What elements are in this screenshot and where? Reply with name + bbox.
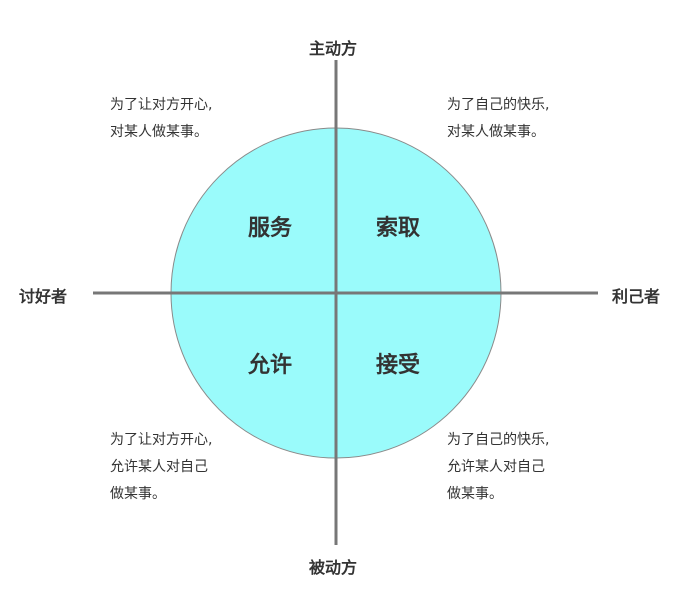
quadrant-desc-top-left: 为了让对方开心, 对某人做某事。 <box>110 92 212 146</box>
quadrant-label-allow: 允许 <box>247 353 293 378</box>
quadrant-label-demand: 索取 <box>375 216 421 241</box>
desc-line: 为了让对方开心, <box>110 432 213 448</box>
quadrant-desc-bottom-right: 为了自己的快乐, 允许某人对自己 做某事。 <box>447 427 549 508</box>
desc-line: 做某事。 <box>110 486 166 502</box>
desc-line: 对某人做某事。 <box>447 124 545 140</box>
quadrant-label-accept: 接受 <box>375 353 421 378</box>
desc-line: 对某人做某事。 <box>110 124 208 140</box>
quadrant-label-service: 服务 <box>247 216 293 241</box>
desc-line: 为了自己的快乐, <box>447 97 550 113</box>
desc-line: 允许某人对自己 <box>110 459 208 475</box>
desc-line: 做某事。 <box>447 486 503 502</box>
axis-label-top: 主动方 <box>309 39 358 58</box>
axis-label-right: 利己者 <box>612 287 661 306</box>
desc-line: 为了自己的快乐, <box>447 432 550 448</box>
quadrant-desc-top-right: 为了自己的快乐, 对某人做某事。 <box>447 92 549 146</box>
quadrant-desc-bottom-left: 为了让对方开心, 允许某人对自己 做某事。 <box>110 427 212 508</box>
axis-label-left: 讨好者 <box>19 287 68 306</box>
desc-line: 允许某人对自己 <box>447 459 545 475</box>
axis-label-bottom: 被动方 <box>309 558 358 577</box>
desc-line: 为了让对方开心, <box>110 97 213 113</box>
